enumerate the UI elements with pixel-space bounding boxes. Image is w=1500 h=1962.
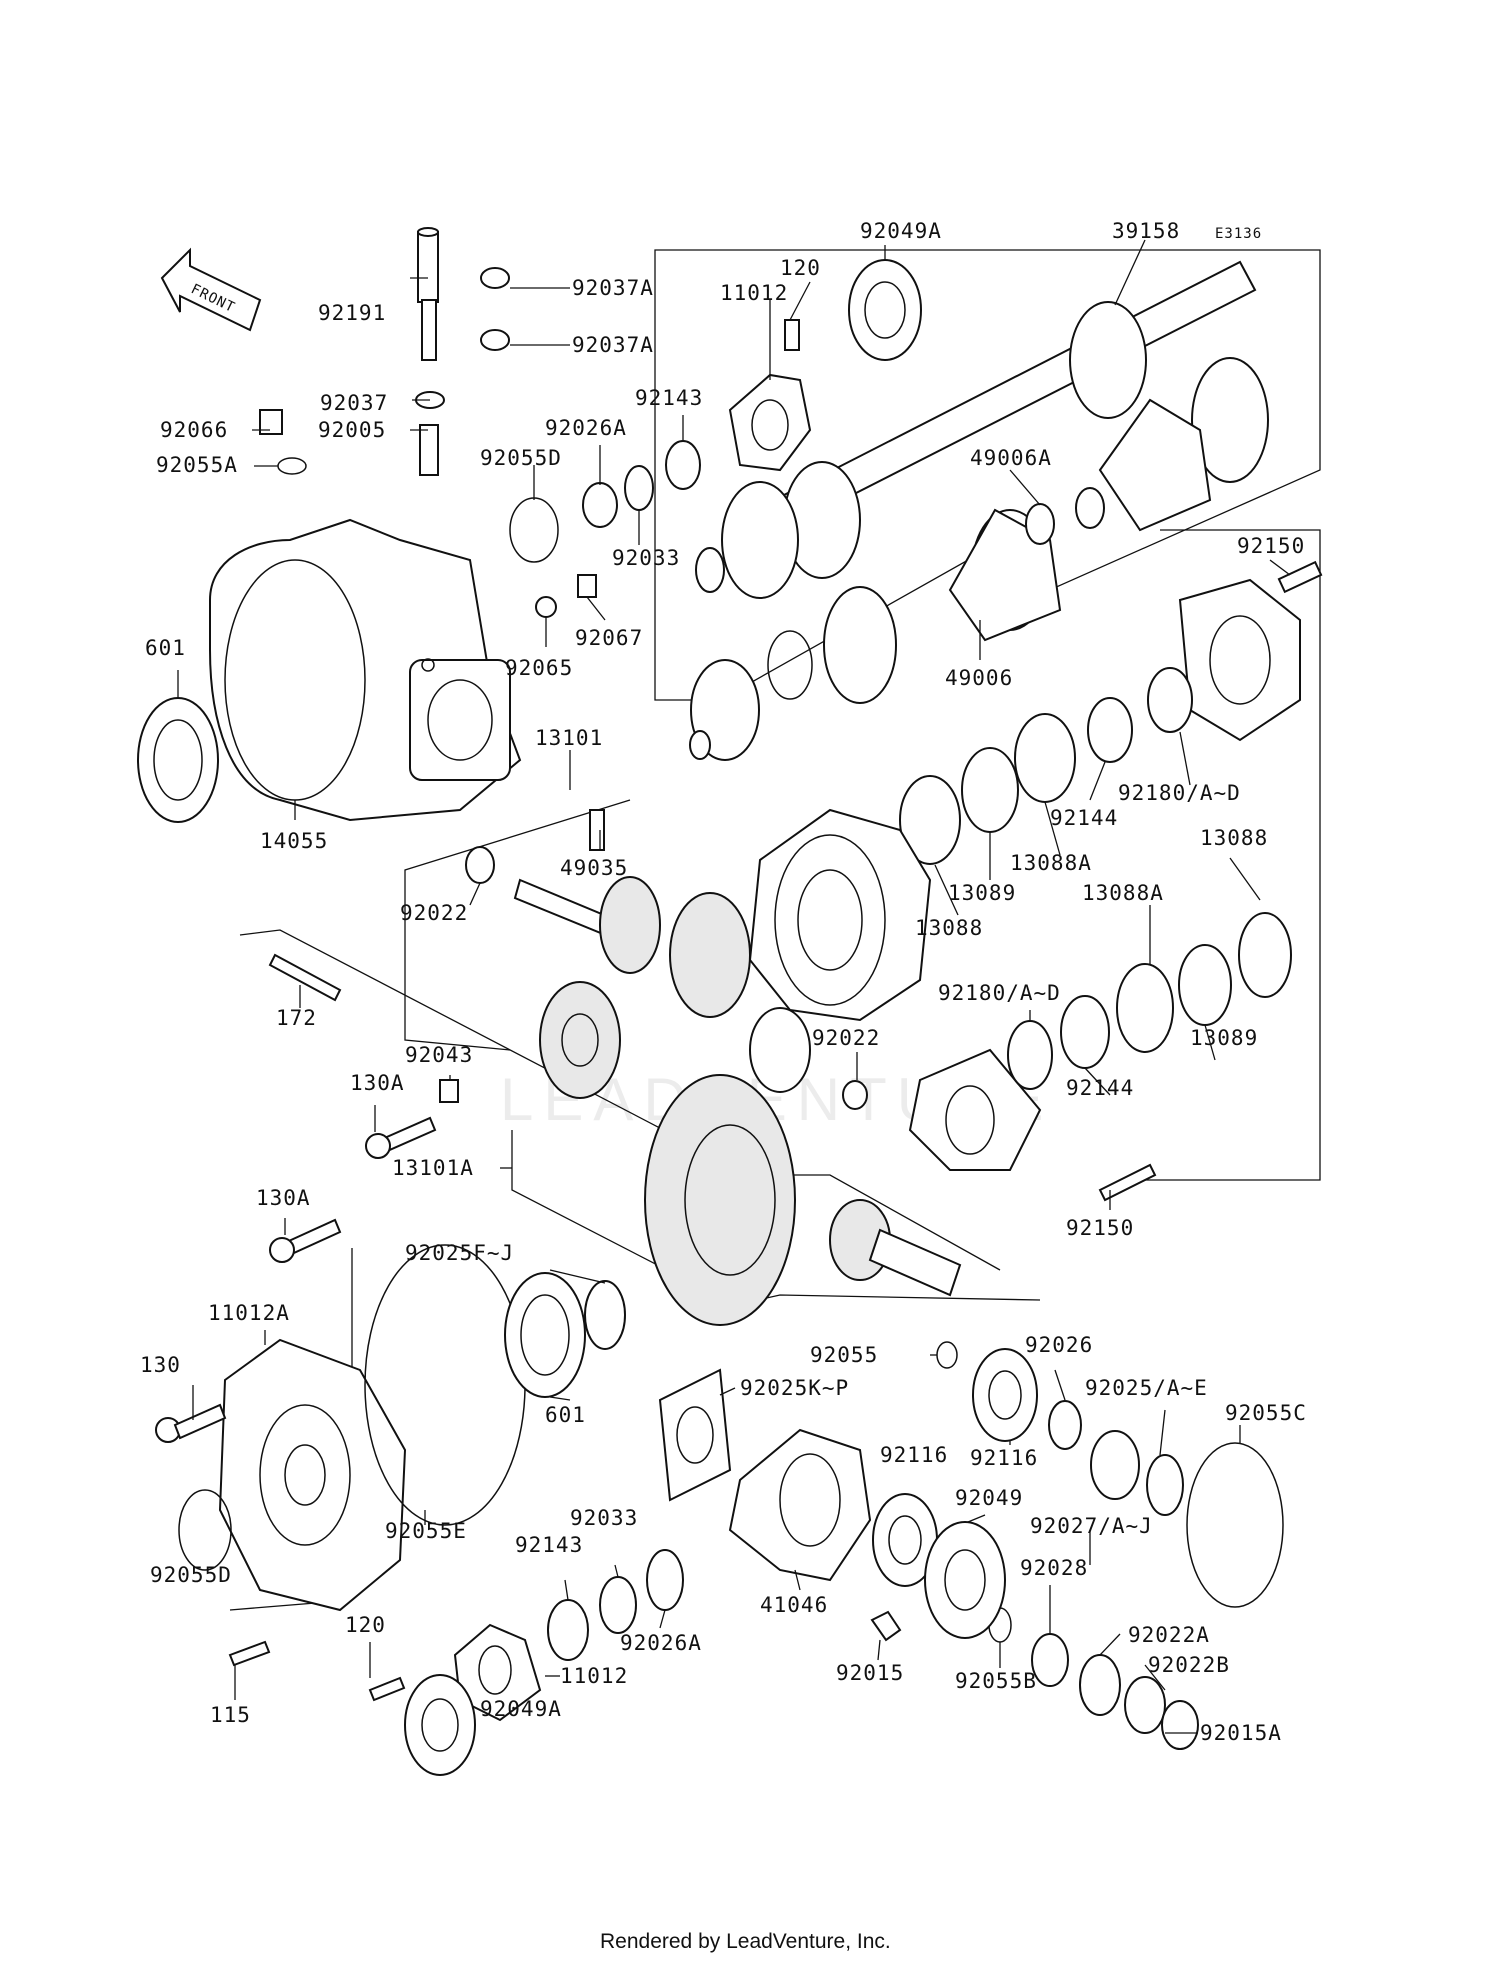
callout-label: 13089: [1190, 1026, 1258, 1050]
callout-label: 92049A: [480, 1697, 562, 1721]
bearing-92049a-top: [848, 259, 922, 361]
cv-boots: [689, 357, 1269, 761]
callout-label: 92022A: [1128, 1623, 1210, 1647]
callout-label: 92015A: [1200, 1721, 1282, 1745]
callout-label: 11012: [560, 1664, 628, 1688]
callout-label: 92022B: [1148, 1653, 1230, 1677]
stud-172: [268, 953, 342, 1002]
callout-label: 92037A: [572, 276, 654, 300]
callout-label: 92116: [880, 1443, 948, 1467]
callout-label: 92015: [836, 1661, 904, 1685]
callout-labels: 92037A 92037A 92191 92066 92037 92005 92…: [140, 219, 1307, 1745]
housing-14055: [209, 518, 522, 822]
callout-label: 92180/A~D: [938, 981, 1061, 1005]
callout-label: 92067: [575, 626, 643, 650]
callout-label: 92037: [320, 391, 388, 415]
callout-label: 13101: [535, 726, 603, 750]
callout-label: 49006: [945, 666, 1013, 690]
callout-label: 92066: [160, 418, 228, 442]
callout-label: 13089: [948, 881, 1016, 905]
callout-label: 92026: [1025, 1333, 1093, 1357]
front-arrow-icon: FRONT: [160, 247, 262, 332]
pinion-bearings: [870, 1348, 1199, 1750]
callout-label: 92191: [318, 301, 386, 325]
callout-label: 92037A: [572, 333, 654, 357]
callout-label: 92026A: [545, 416, 627, 440]
cover-11012a: [155, 1218, 407, 1612]
callout-label: 11012: [720, 281, 788, 305]
callout-label: 172: [276, 1006, 317, 1030]
callout-label: 130: [140, 1353, 181, 1377]
ring-gear-13101a: [644, 1074, 962, 1326]
bearing-601-left: [137, 697, 219, 823]
footer-credit: Rendered by LeadVenture, Inc.: [600, 1930, 891, 1953]
callout-label: 92049: [955, 1486, 1023, 1510]
callout-label: 13101A: [392, 1156, 474, 1180]
leader-lines: [177, 239, 1291, 1734]
callout-label: 92043: [405, 1043, 473, 1067]
callout-label: 92055D: [150, 1563, 232, 1587]
shim-plate: [658, 1368, 732, 1502]
callout-label: 92025/A~E: [1085, 1376, 1208, 1400]
callout-label: 92180/A~D: [1118, 781, 1241, 805]
callout-label: 130A: [350, 1071, 405, 1095]
callout-label: 92026A: [620, 1631, 702, 1655]
callout-label: 11012A: [208, 1301, 290, 1325]
callout-label: 92025F~J: [405, 1241, 514, 1265]
callout-label: 120: [345, 1613, 386, 1637]
callout-label: 49035: [560, 856, 628, 880]
callout-label: 92055E: [385, 1519, 467, 1543]
callout-label: 92143: [635, 386, 703, 410]
callout-label: 92055C: [1225, 1401, 1307, 1425]
diagram-code: E3136: [1215, 226, 1262, 242]
drive-shaft-39158: [695, 260, 1257, 599]
callout-label: 49006A: [970, 446, 1052, 470]
callout-label: 92143: [515, 1533, 583, 1557]
callout-label: 92144: [1050, 806, 1118, 830]
callout-label: 92150: [1237, 534, 1305, 558]
callout-label: 92028: [1020, 1556, 1088, 1580]
callout-label: 13088: [915, 916, 983, 940]
callout-label: 92150: [1066, 1216, 1134, 1240]
callout-label: 13088A: [1010, 851, 1092, 875]
callout-label: 92055D: [480, 446, 562, 470]
callout-label: 39158: [1112, 219, 1180, 243]
callout-label: 92116: [970, 1446, 1038, 1470]
flange-right-upper: [1178, 560, 1323, 742]
callout-label: 92027/A~J: [1030, 1514, 1153, 1538]
callout-label: 92049A: [860, 219, 942, 243]
callout-label: 92144: [1066, 1076, 1134, 1100]
callout-label: 92055B: [955, 1669, 1037, 1693]
callout-label: 92033: [570, 1506, 638, 1530]
housing-seals: [509, 440, 701, 618]
pinion-housing-41046: [728, 1428, 872, 1582]
callout-label: 601: [545, 1403, 586, 1427]
callout-label: 115: [210, 1703, 251, 1727]
bolt-130a-upper: [365, 1116, 437, 1159]
thrust-washers-upper: [899, 667, 1193, 865]
bearing-601-lower: [504, 1272, 626, 1398]
callout-label: 92022: [812, 1026, 880, 1050]
callout-label: 92025K~P: [740, 1376, 849, 1400]
callout-label: 130A: [256, 1186, 311, 1210]
callout-label: 14055: [260, 829, 328, 853]
callout-label: 41046: [760, 1593, 828, 1617]
flange-right-lower: [908, 912, 1292, 1202]
callout-label: 92033: [612, 546, 680, 570]
lower-seals: [228, 1549, 684, 1776]
callout-label: 601: [145, 636, 186, 660]
callout-label: 92055: [810, 1343, 878, 1367]
callout-label: 13088: [1200, 826, 1268, 850]
pinion-gears: [439, 876, 868, 1110]
callout-label: 92005: [318, 418, 386, 442]
callout-label: 92065: [505, 656, 573, 680]
callout-label: 92022: [400, 901, 468, 925]
callout-label: 120: [780, 256, 821, 280]
callout-label: 13088A: [1082, 881, 1164, 905]
callout-label: 92055A: [156, 453, 238, 477]
